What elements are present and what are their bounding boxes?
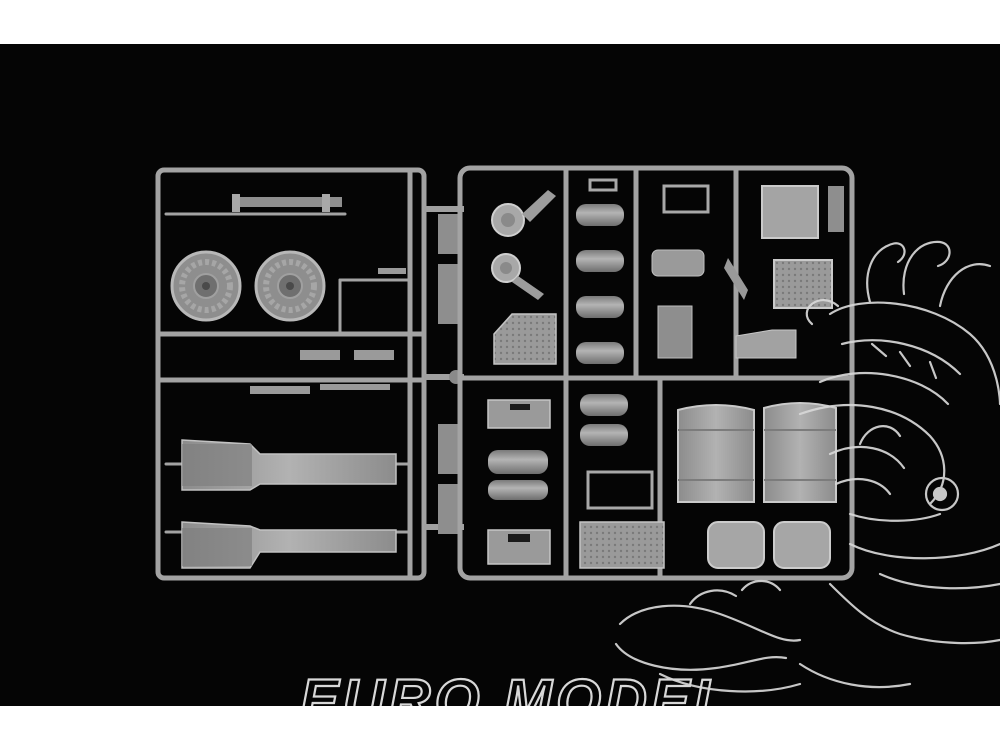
left-sprue-frame <box>155 167 427 581</box>
photo: EURO MODEL <box>0 44 1000 706</box>
chassis-rail-lower <box>181 521 397 569</box>
frame-outline-parts <box>586 178 710 510</box>
air-tanks-column <box>488 204 628 500</box>
misc-mid-parts <box>651 249 748 359</box>
bumper-bar-part <box>232 194 342 212</box>
battery-box-parts <box>487 399 551 565</box>
center-connector <box>424 206 464 534</box>
step-panel <box>493 313 557 365</box>
wheel-rim-right <box>254 250 326 322</box>
wheel-rim-left <box>170 250 242 322</box>
small-brackets <box>250 268 406 394</box>
round-lamp-parts <box>491 190 556 300</box>
cab-panels-upper <box>735 185 844 359</box>
watermark-creature <box>614 240 1000 693</box>
fuel-tank-halves <box>677 402 837 503</box>
tank-end-caps <box>707 521 831 569</box>
tread-plate <box>579 521 665 569</box>
watermark-text: EURO MODEL <box>300 668 733 706</box>
chassis-rail-upper <box>181 439 397 491</box>
sprue-photo: EURO MODEL <box>155 165 1000 706</box>
